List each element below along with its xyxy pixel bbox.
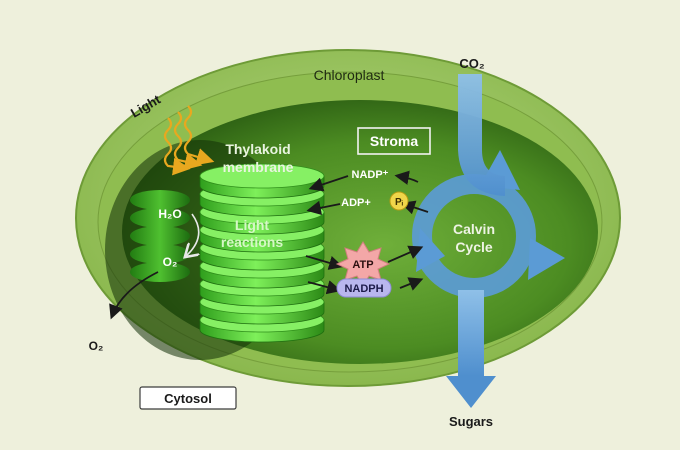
h2o-label: H₂O [158, 207, 181, 221]
thylakoid-stack [199, 163, 325, 343]
reaction-arrows [305, 170, 429, 295]
h2o-to-o2-arrow [186, 213, 199, 256]
sugars-output-arrow [446, 290, 496, 408]
nadph-badge [336, 278, 392, 298]
back-thylakoid-stack [130, 190, 190, 282]
co2-label: CO₂ [459, 56, 485, 71]
light-rays [163, 105, 215, 176]
thylakoid-disk [199, 163, 325, 199]
cytosol-label-box [139, 386, 237, 410]
cytosol-label: Cytosol [164, 391, 212, 406]
sugars-label: Sugars [449, 414, 493, 429]
nadph-label: NADPH [344, 283, 383, 295]
adp-plus-label: ADP+ [341, 197, 371, 209]
chloroplast-label: Chloroplast [314, 67, 385, 83]
atp-label: ATP [352, 259, 373, 271]
o2-outer-label: O₂ [89, 339, 104, 353]
light-reactions-label-line2: reactions [221, 234, 283, 250]
o2-inner-label: O₂ [163, 255, 178, 269]
calvin-label-line1: Calvin [453, 221, 495, 237]
thylakoid-label-line1: Thylakoid [225, 141, 290, 157]
o2-exit-arrow [109, 271, 159, 320]
stroma-label-box [357, 127, 431, 155]
pi-label: Pᵢ [395, 197, 404, 208]
calvin-label-line2: Cycle [455, 239, 493, 255]
stroma-label: Stroma [370, 133, 418, 149]
nadp-plus-label: NADP⁺ [352, 169, 389, 181]
light-reactions-label-line1: Light [235, 217, 270, 233]
co2-input-arrow [458, 74, 505, 196]
pi-badge [389, 191, 409, 211]
thylakoid-label-line2: membrane [223, 159, 294, 175]
